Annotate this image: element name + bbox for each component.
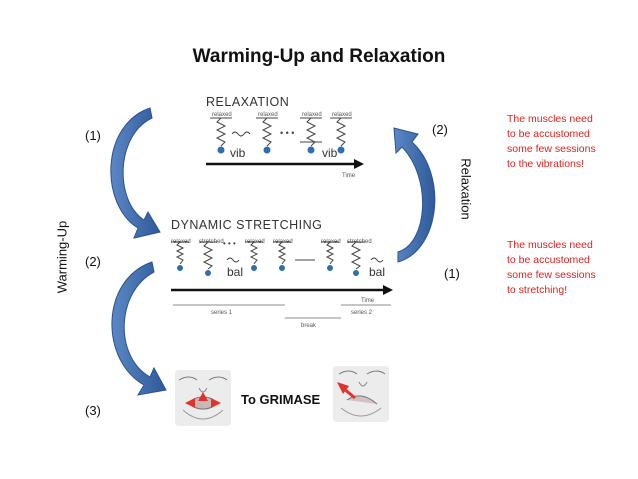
relaxation-graphic: relaxed relaxed relaxed relaxed • • • vi…: [206, 112, 364, 179]
red-arrow-icon: [198, 392, 208, 401]
stretched-tag: stretched: [347, 239, 372, 245]
relaxed-tag: relaxed: [273, 239, 293, 245]
relaxation-panel: RELAXATION relaxed: [196, 92, 372, 187]
bal-label: bal: [369, 265, 385, 279]
step-left-2: (2): [85, 254, 101, 269]
break-label: break: [301, 323, 317, 329]
grimace-face-left-image: [175, 370, 231, 426]
relaxation-heading: RELAXATION: [206, 95, 290, 109]
bal-label: bal: [227, 265, 243, 279]
stretched-tag: stretched: [199, 239, 224, 245]
relaxed-tag: relaxed: [171, 239, 191, 245]
page-title: Warming-Up and Relaxation: [192, 46, 446, 67]
series1-label: series 1: [211, 310, 233, 316]
step-left-3: (3): [85, 403, 101, 418]
grimace-face-right-image: [333, 366, 389, 422]
red-arrow-icon: [211, 398, 221, 408]
arrow-stretch-to-relax: [393, 127, 436, 263]
relaxed-tag: relaxed: [332, 112, 352, 118]
stretching-panel: DYNAMIC STRETCHING: [165, 216, 397, 340]
arrow-relax-to-stretch: [110, 107, 161, 239]
step-left-1: (1): [85, 128, 101, 143]
stretching-graphic: relaxed stretched relaxed relaxed relaxe…: [171, 239, 393, 329]
relaxed-tag: relaxed: [321, 239, 341, 245]
svg-text:• • •: • • •: [280, 128, 294, 138]
stretching-note: The muscles need to be accustomed some f…: [507, 239, 596, 296]
time-label: Time: [361, 298, 375, 304]
step-right-2: (2): [432, 122, 448, 137]
face-illustration-right: [333, 366, 389, 422]
to-grimase-label: To GRIMASE: [241, 392, 321, 407]
relaxed-tag: relaxed: [245, 239, 265, 245]
relaxation-note: The muscles need to be accustomed some f…: [507, 113, 596, 170]
arrow-stretch-to-grimase: [111, 261, 167, 396]
relaxed-tag: relaxed: [212, 112, 232, 118]
relaxed-tag: relaxed: [302, 112, 322, 118]
red-arrow-icon: [185, 398, 195, 408]
stretching-heading: DYNAMIC STRETCHING: [171, 218, 323, 232]
face-illustration-left: [175, 370, 231, 426]
relaxed-tag: relaxed: [258, 112, 278, 118]
vib-label: vib: [230, 146, 246, 160]
vib-label: vib: [322, 146, 338, 160]
svg-text:• • •: • • •: [223, 239, 236, 248]
step-right-1: (1): [444, 266, 460, 281]
series2-label: series 2: [351, 310, 373, 316]
time-label: Time: [342, 173, 356, 179]
spring-group: [210, 117, 352, 154]
